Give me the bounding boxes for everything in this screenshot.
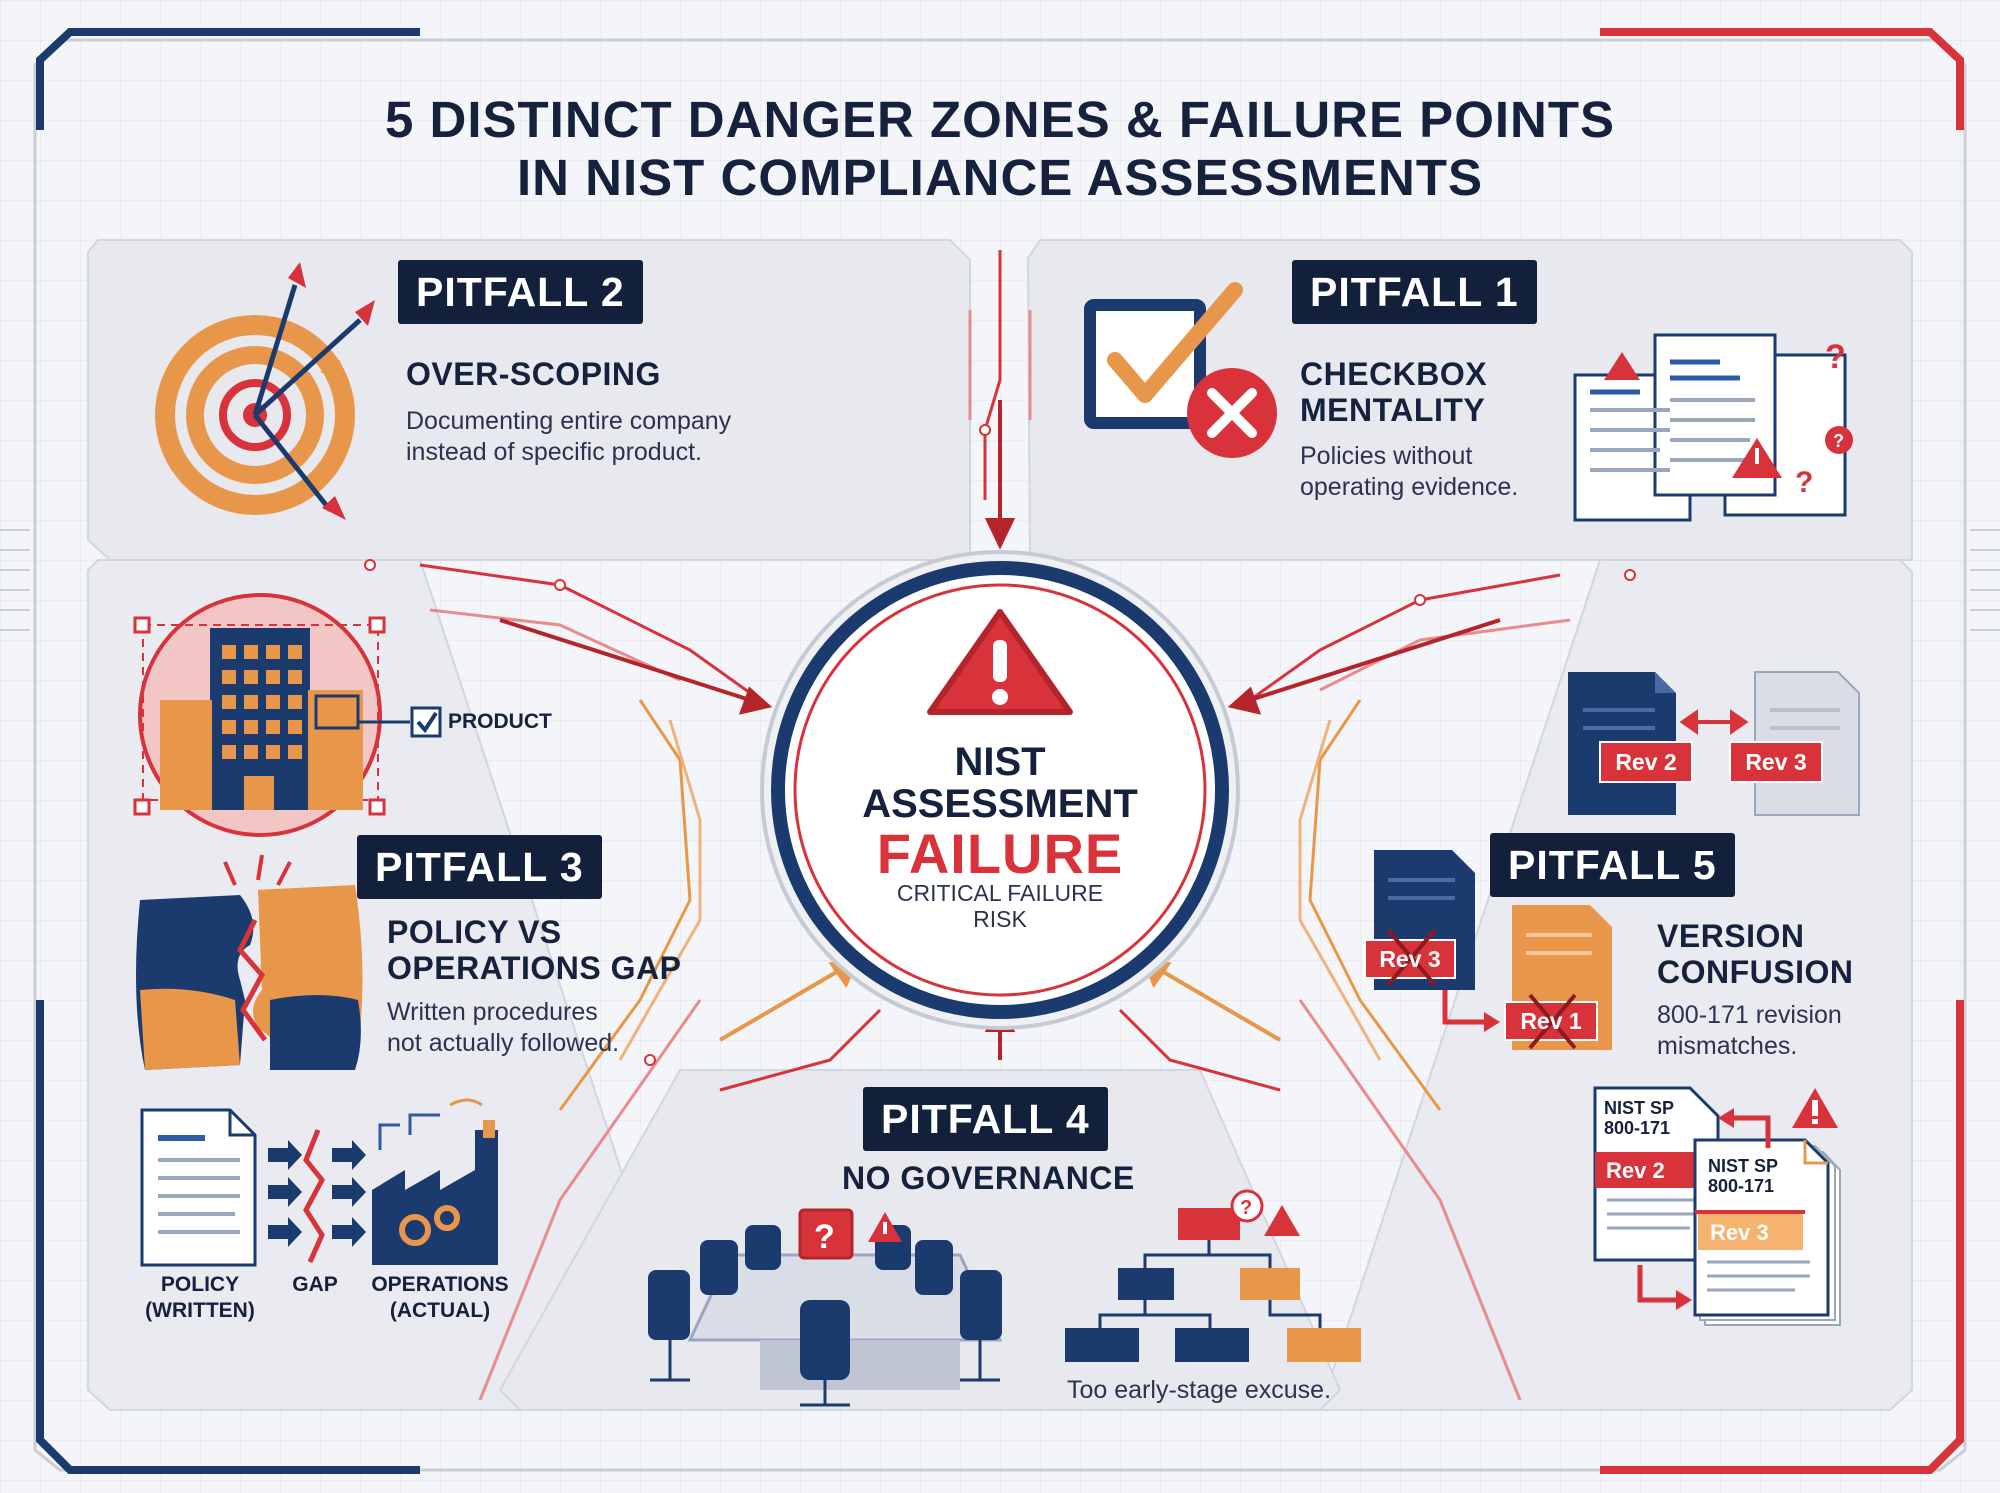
- rev3-label: Rev 3: [1745, 749, 1807, 775]
- nist-sp-label-2: NIST SP: [1708, 1156, 1779, 1176]
- pitfall-5-heading-2: CONFUSION: [1657, 954, 1854, 990]
- rev1-struck-label: Rev 1: [1520, 1008, 1582, 1034]
- gap-label: GAP: [292, 1273, 338, 1296]
- pitfall-4-desc: Too early-stage excuse.: [1067, 1376, 1332, 1404]
- pitfall-3-desc-2: not actually followed.: [387, 1029, 620, 1057]
- pitfall-3-heading-2: OPERATIONS GAP: [387, 950, 682, 986]
- center-nist: NIST: [954, 740, 1046, 784]
- operations-label-1: OPERATIONS: [371, 1273, 509, 1296]
- policy-label-2: (WRITTEN): [145, 1299, 255, 1322]
- doc-rev2-label: Rev 2: [1606, 1158, 1665, 1183]
- pitfall-2-desc-1: Documenting entire company: [406, 407, 732, 435]
- title-line-2: IN NIST COMPLIANCE ASSESSMENTS: [516, 149, 1484, 206]
- nist-num-label-2: 800-171: [1708, 1176, 1775, 1196]
- center-assessment: ASSESSMENT: [862, 782, 1138, 826]
- nist-num-label-1: 800-171: [1604, 1118, 1671, 1138]
- policy-label-1: POLICY: [160, 1273, 240, 1296]
- svg-text:?: ?: [1795, 466, 1813, 499]
- pitfall-3-heading-1: POLICY VS: [387, 914, 562, 950]
- pitfall-1-heading-2: MENTALITY: [1300, 392, 1486, 428]
- center-risk: RISK: [973, 906, 1027, 932]
- pitfall-2-heading: OVER-SCOPING: [406, 356, 661, 392]
- svg-text:?: ?: [1240, 1197, 1252, 1219]
- pitfall-1-desc-1: Policies without: [1300, 442, 1473, 470]
- svg-text:?: ?: [1825, 338, 1846, 376]
- product-label: PRODUCT: [448, 710, 552, 733]
- pitfall-2-desc-2: instead of specific product.: [406, 438, 702, 466]
- center-failure: FAILURE: [876, 822, 1124, 885]
- rev2-label: Rev 2: [1615, 749, 1677, 775]
- pitfall-4-heading: NO GOVERNANCE: [842, 1160, 1135, 1196]
- pitfall-1-heading-1: CHECKBOX: [1300, 356, 1488, 392]
- operations-label-2: (ACTUAL): [389, 1299, 491, 1322]
- center-critical-failure: CRITICAL FAILURE: [896, 880, 1104, 906]
- pitfall-3-desc-1: Written procedures: [387, 998, 598, 1026]
- title-line-1: 5 DISTINCT DANGER ZONES & FAILURE POINTS: [384, 91, 1616, 148]
- pitfall-5-heading-1: VERSION: [1657, 918, 1805, 954]
- pitfall-1-desc-2: operating evidence.: [1300, 473, 1519, 501]
- doc-rev3-label: Rev 3: [1710, 1220, 1769, 1245]
- pitfall-5-desc-2: mismatches.: [1657, 1032, 1798, 1060]
- svg-text:?: ?: [1833, 431, 1844, 451]
- pitfall-2-pill: PITFALL 2: [398, 260, 643, 324]
- pitfall-5-desc-1: 800-171 revision: [1657, 1001, 1842, 1029]
- pitfall-5-pill: PITFALL 5: [1490, 833, 1735, 897]
- pitfall-3-pill: PITFALL 3: [357, 835, 602, 899]
- rev3-struck-label: Rev 3: [1379, 946, 1441, 972]
- svg-text:?: ?: [814, 1218, 835, 1256]
- nist-sp-label-1: NIST SP: [1604, 1098, 1675, 1118]
- pitfall-1-pill: PITFALL 1: [1292, 260, 1537, 324]
- pitfall-4-pill: PITFALL 4: [863, 1087, 1108, 1151]
